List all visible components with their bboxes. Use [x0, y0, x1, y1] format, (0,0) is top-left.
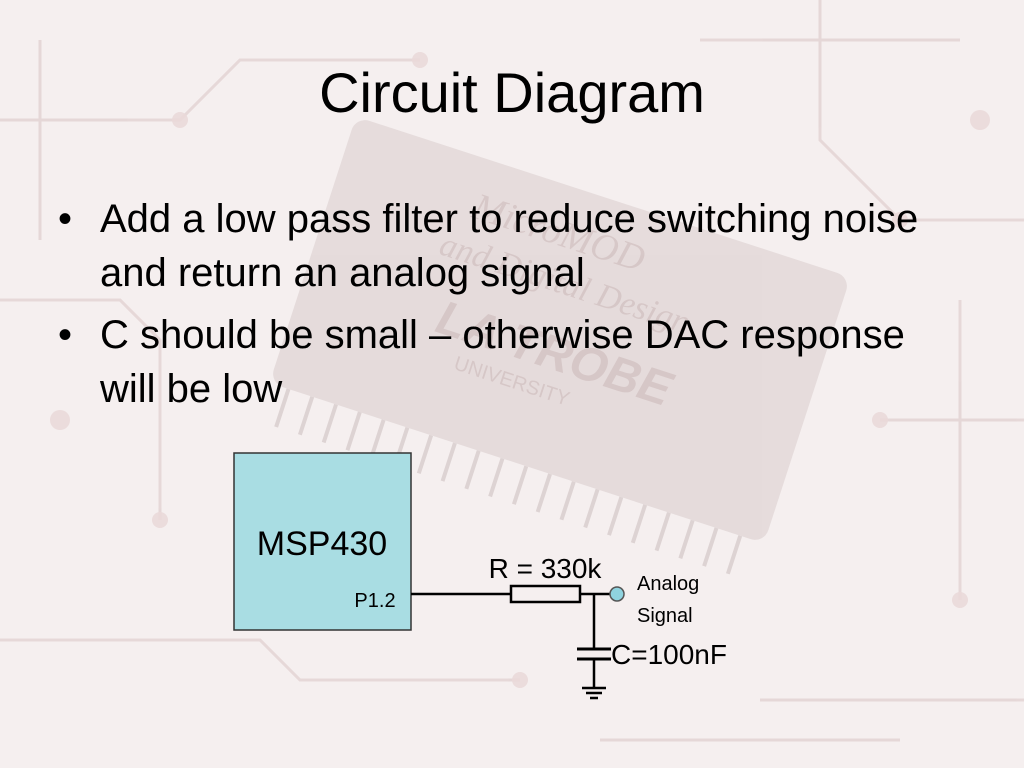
capacitor-label: C=100nF [611, 639, 727, 670]
bullet-item: • Add a low pass filter to reduce switch… [58, 192, 958, 300]
msp430-chip [233, 452, 412, 631]
bullet-marker: • [58, 313, 73, 357]
ground-icon [582, 686, 606, 700]
resistor-label: R = 330k [489, 553, 603, 584]
bullet-list: • Add a low pass filter to reduce switch… [58, 192, 958, 424]
slide-title: Circuit Diagram [319, 61, 705, 124]
bullet-text: C should be small – otherwise DAC respon… [100, 313, 905, 411]
output-terminal-icon [609, 586, 625, 602]
bullet-marker: • [58, 197, 73, 241]
output-label: Signal [637, 605, 693, 627]
bullet-item: • C should be small – otherwise DAC resp… [58, 308, 958, 416]
pin-label: P1.2 [354, 590, 395, 612]
resistor-symbol [509, 584, 582, 604]
chip-label: MSP430 [257, 525, 387, 563]
output-label: Analog [637, 573, 699, 595]
bullet-text: Add a low pass filter to reduce switchin… [100, 197, 919, 295]
